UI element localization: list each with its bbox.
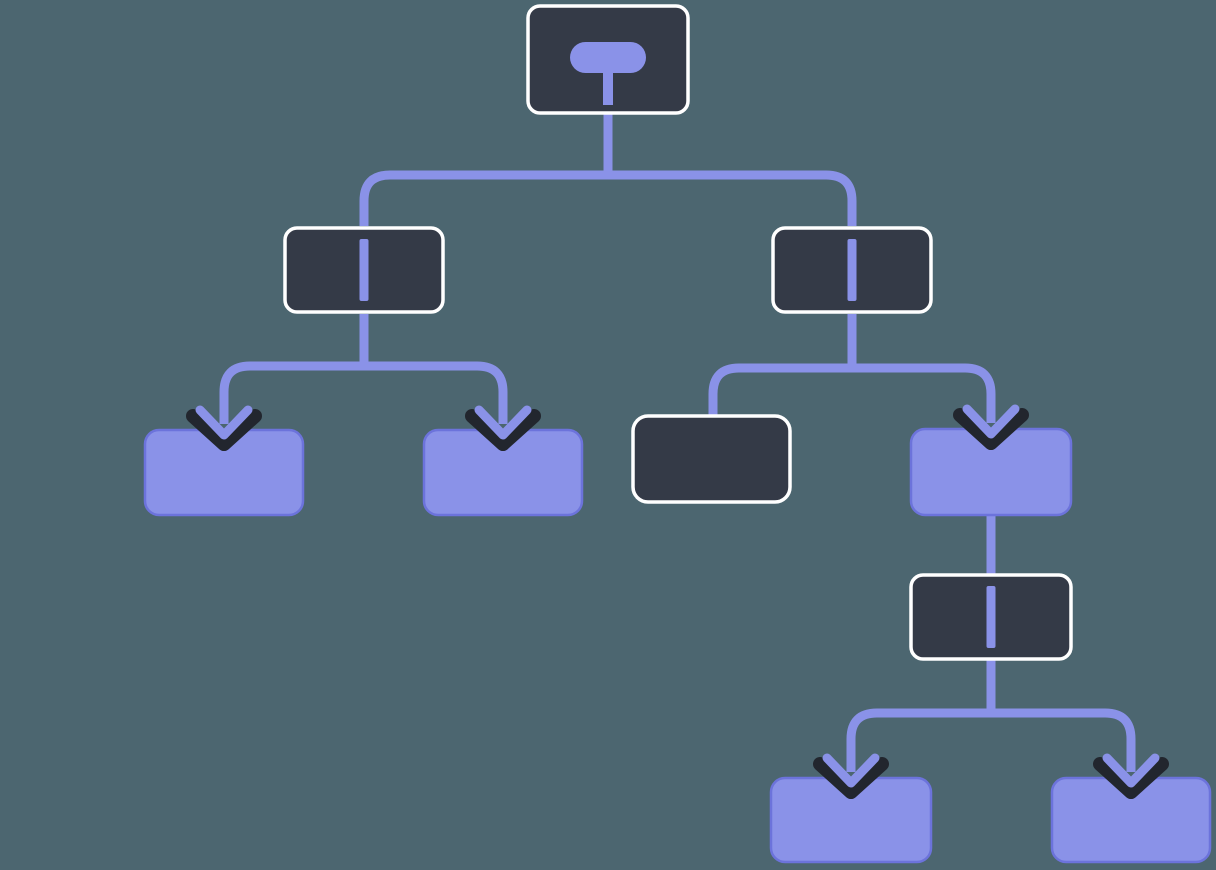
node-dark-leaf[interactable]	[631, 414, 792, 504]
arrow-into-leaf-left-1	[186, 405, 262, 451]
arrow-into-leaf-left-2	[465, 405, 541, 451]
arrow-into-leaf-mid	[953, 404, 1029, 450]
chevron-down-arrow-icon	[822, 753, 880, 788]
arrow-into-leaf-bottom-1	[813, 753, 889, 799]
node-root[interactable]	[526, 4, 690, 115]
connector-branch-right-rail	[708, 363, 996, 423]
chevron-down-shadow-icon	[813, 757, 889, 799]
collapsed-children-pill-icon	[570, 42, 646, 105]
chevron-down-shadow-icon	[186, 409, 262, 451]
chevron-down-shadow-icon	[953, 408, 1029, 450]
node-branch-bottom[interactable]	[909, 573, 1073, 661]
chevron-down-arrow-icon	[195, 405, 253, 440]
connector-branch-bottom-rail	[846, 708, 1136, 772]
node-branch-right[interactable]	[771, 226, 933, 314]
chevron-down-arrow-icon	[962, 404, 1020, 439]
chevron-down-arrow-icon	[1102, 753, 1160, 788]
chevron-down-shadow-icon	[465, 409, 541, 451]
connector-level1-rail	[359, 170, 857, 226]
pass-through-line-icon	[847, 239, 857, 301]
connector-branch-left-rail	[219, 361, 508, 424]
node-branch-left[interactable]	[283, 226, 445, 314]
pass-through-line-icon	[986, 586, 996, 648]
chevron-down-arrow-icon	[474, 405, 532, 440]
node-dark-leaf-box[interactable]	[631, 414, 792, 504]
chevron-down-shadow-icon	[1093, 757, 1169, 799]
pass-through-line-icon	[359, 239, 369, 301]
pill-shape	[570, 42, 646, 73]
pill-stem	[603, 69, 613, 105]
arrow-into-leaf-bottom-2	[1093, 753, 1169, 799]
